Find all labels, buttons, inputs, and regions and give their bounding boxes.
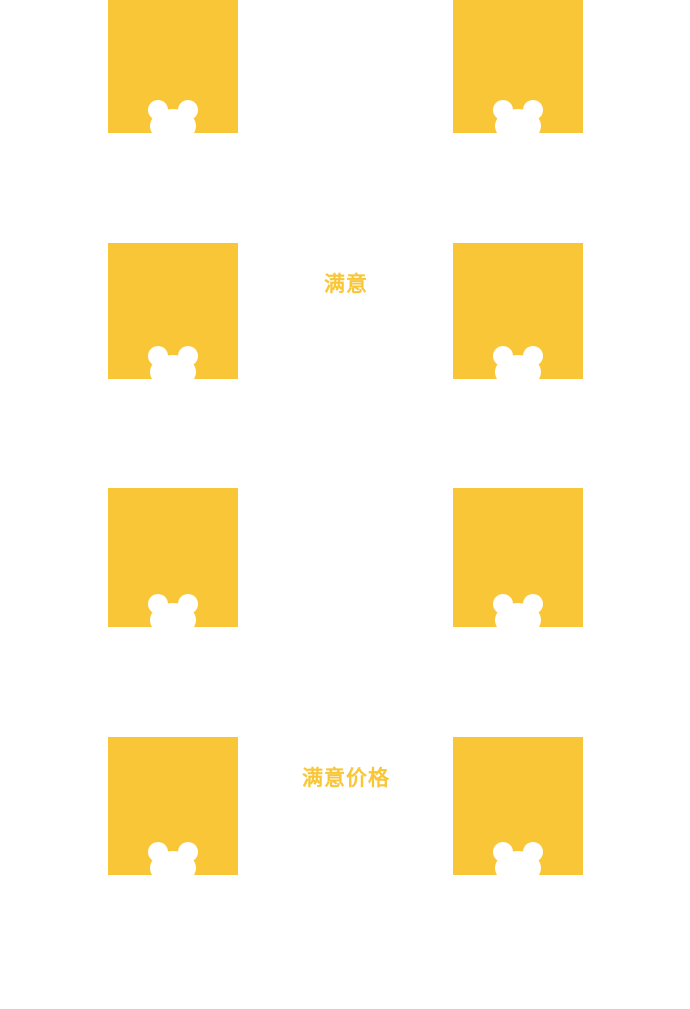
mascot-cutout-icon (148, 594, 198, 627)
placeholder-tile[interactable] (108, 488, 238, 627)
mascot-cutout-icon (493, 346, 543, 379)
placeholder-tile[interactable] (108, 737, 238, 875)
mascot-cutout-icon (493, 842, 543, 875)
mascot-cutout-icon (148, 100, 198, 133)
caption-satisfaction: 满意 (324, 272, 368, 296)
placeholder-tile[interactable] (453, 0, 583, 133)
placeholder-tile[interactable] (453, 737, 583, 875)
placeholder-tile[interactable] (453, 488, 583, 627)
mascot-cutout-icon (493, 100, 543, 133)
placeholder-tile[interactable] (108, 243, 238, 379)
placeholder-tile[interactable] (453, 243, 583, 379)
placeholder-tile[interactable] (108, 0, 238, 133)
caption-price: 满意价格 (302, 766, 390, 790)
mascot-cutout-icon (148, 346, 198, 379)
mascot-cutout-icon (493, 594, 543, 627)
mascot-cutout-icon (148, 842, 198, 875)
